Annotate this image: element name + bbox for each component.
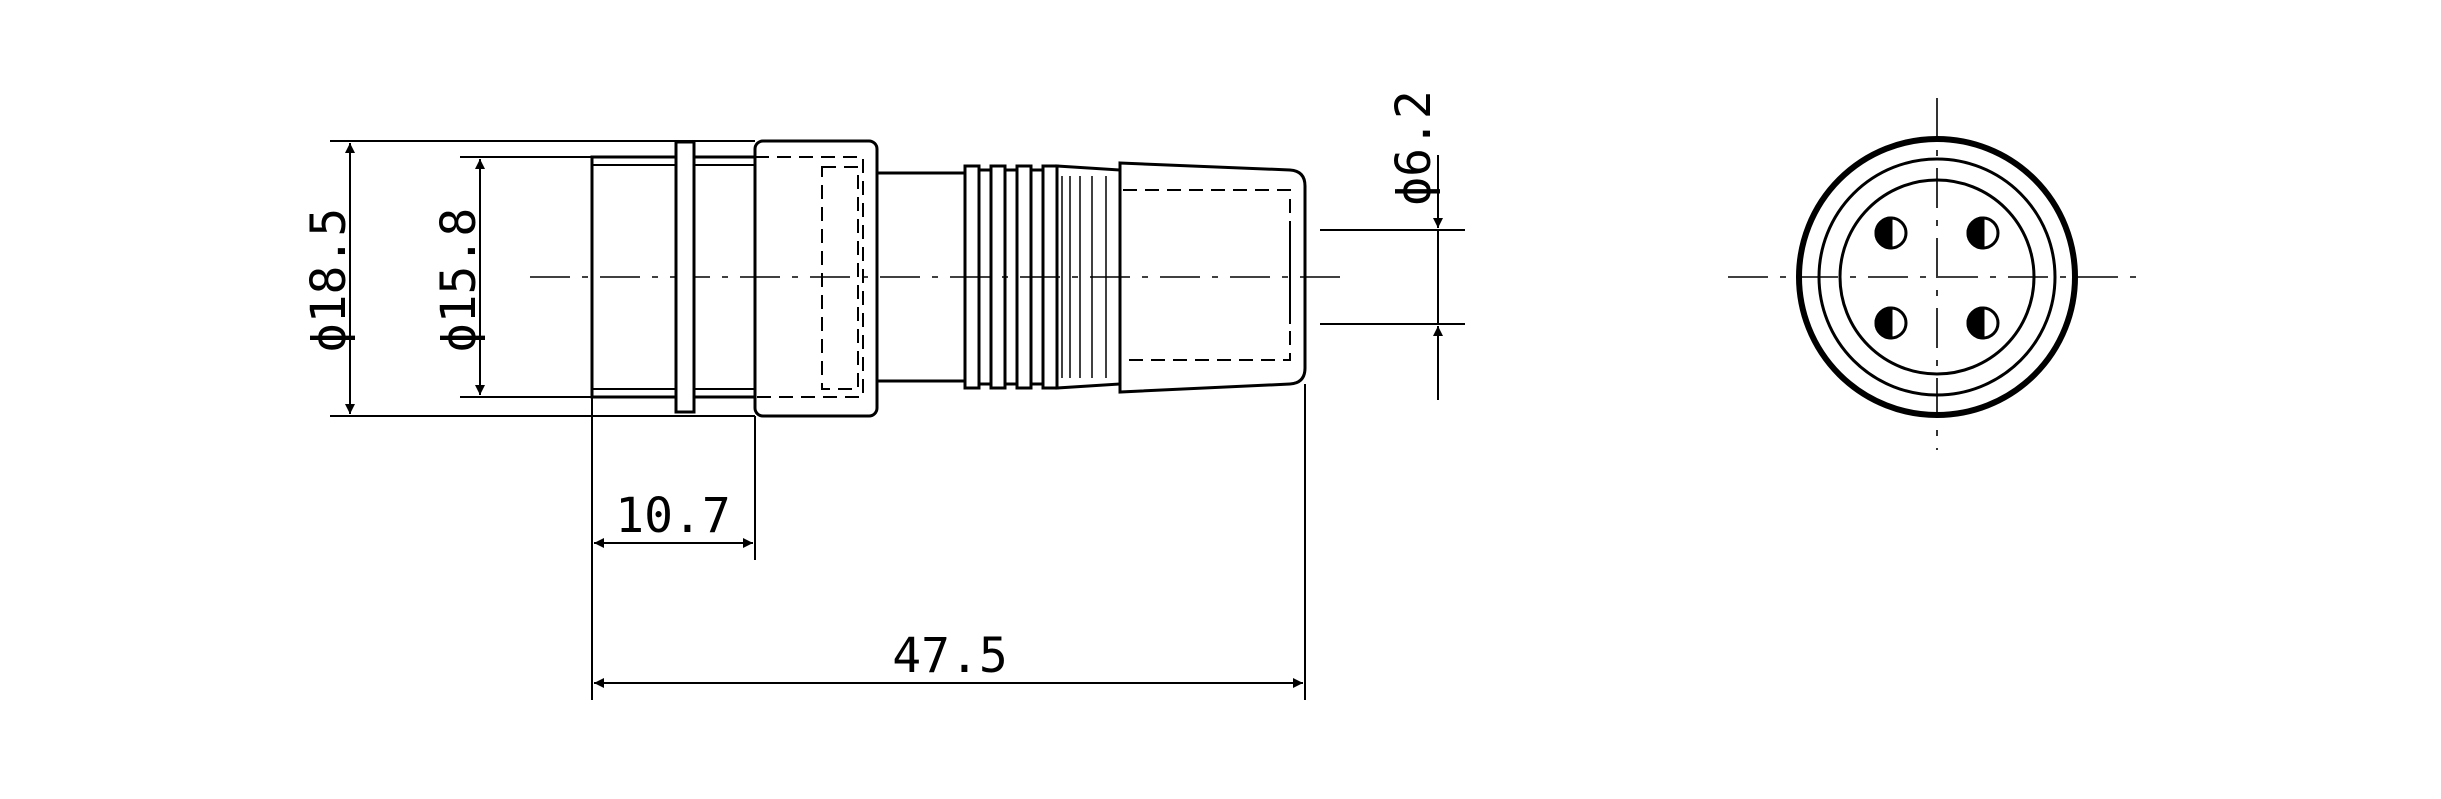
end-view-pins [1874, 216, 2000, 340]
cable-boot-hidden-outline [1123, 189, 1291, 361]
end-view [1728, 98, 2145, 450]
dim-text-inner-diameter: ϕ15.8 [431, 208, 487, 353]
dim-text-outer-diameter: ϕ18.5 [301, 208, 357, 353]
dim-text-total-length: 47.5 [892, 628, 1008, 684]
dimensions [330, 140, 1443, 700]
contact-pin [1874, 216, 1908, 250]
coupling-ring [674, 140, 696, 414]
contact-pin [1966, 216, 2000, 250]
dim-text-cable-diameter: ϕ6.2 [1386, 90, 1442, 206]
end-view-middle-ring [1817, 157, 2057, 397]
contact-pin [1874, 306, 1908, 340]
coupling-nut-hidden-outline [754, 156, 864, 398]
contact-pin [1966, 306, 2000, 340]
end-view-outer-ring [1796, 136, 2078, 418]
dim-text-front-length: 10.7 [615, 488, 731, 544]
side-view [530, 139, 1465, 418]
coupling-nut-hidden-inner [821, 166, 859, 390]
cable-boot [1118, 161, 1307, 394]
end-view-insert [1838, 178, 2036, 376]
